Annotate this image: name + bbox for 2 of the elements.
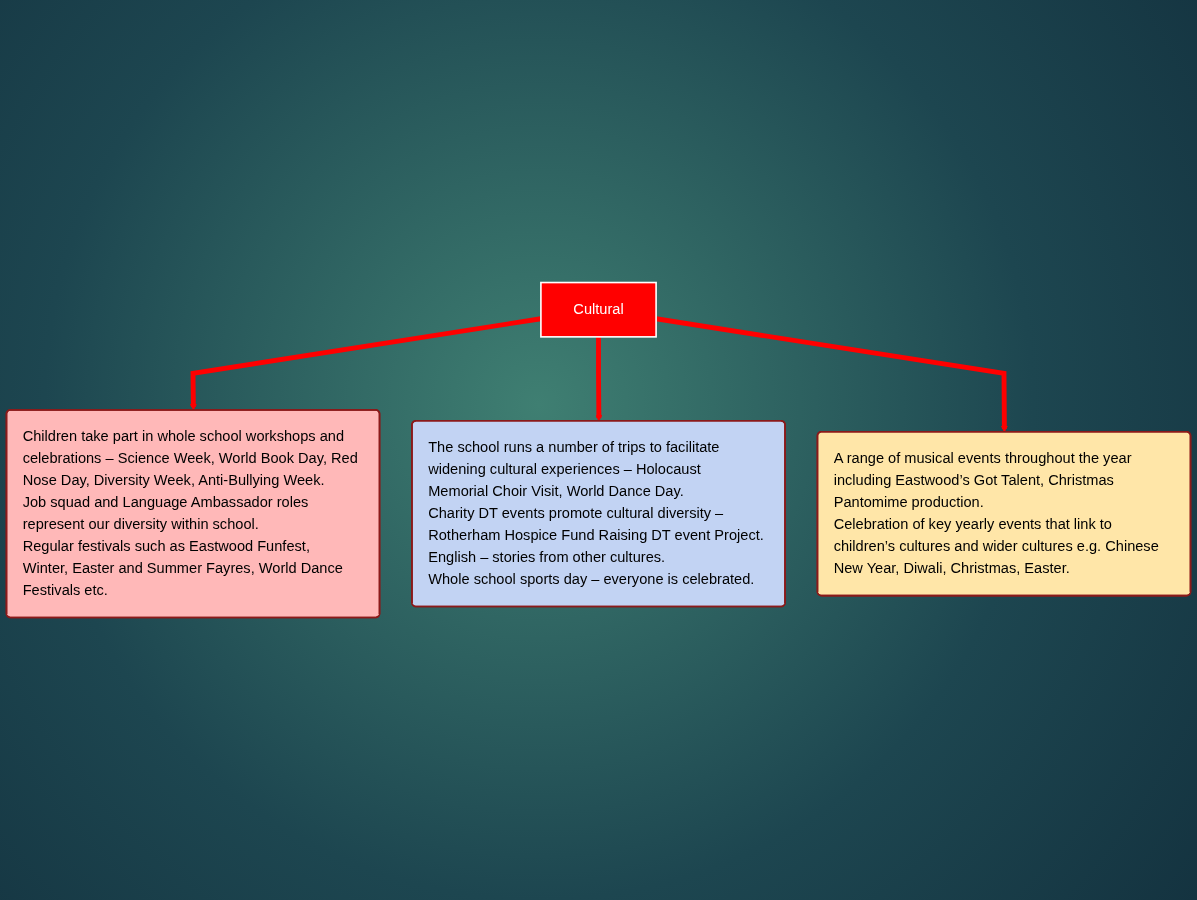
node-box: Cultural <box>540 281 657 338</box>
arrow <box>595 336 603 422</box>
